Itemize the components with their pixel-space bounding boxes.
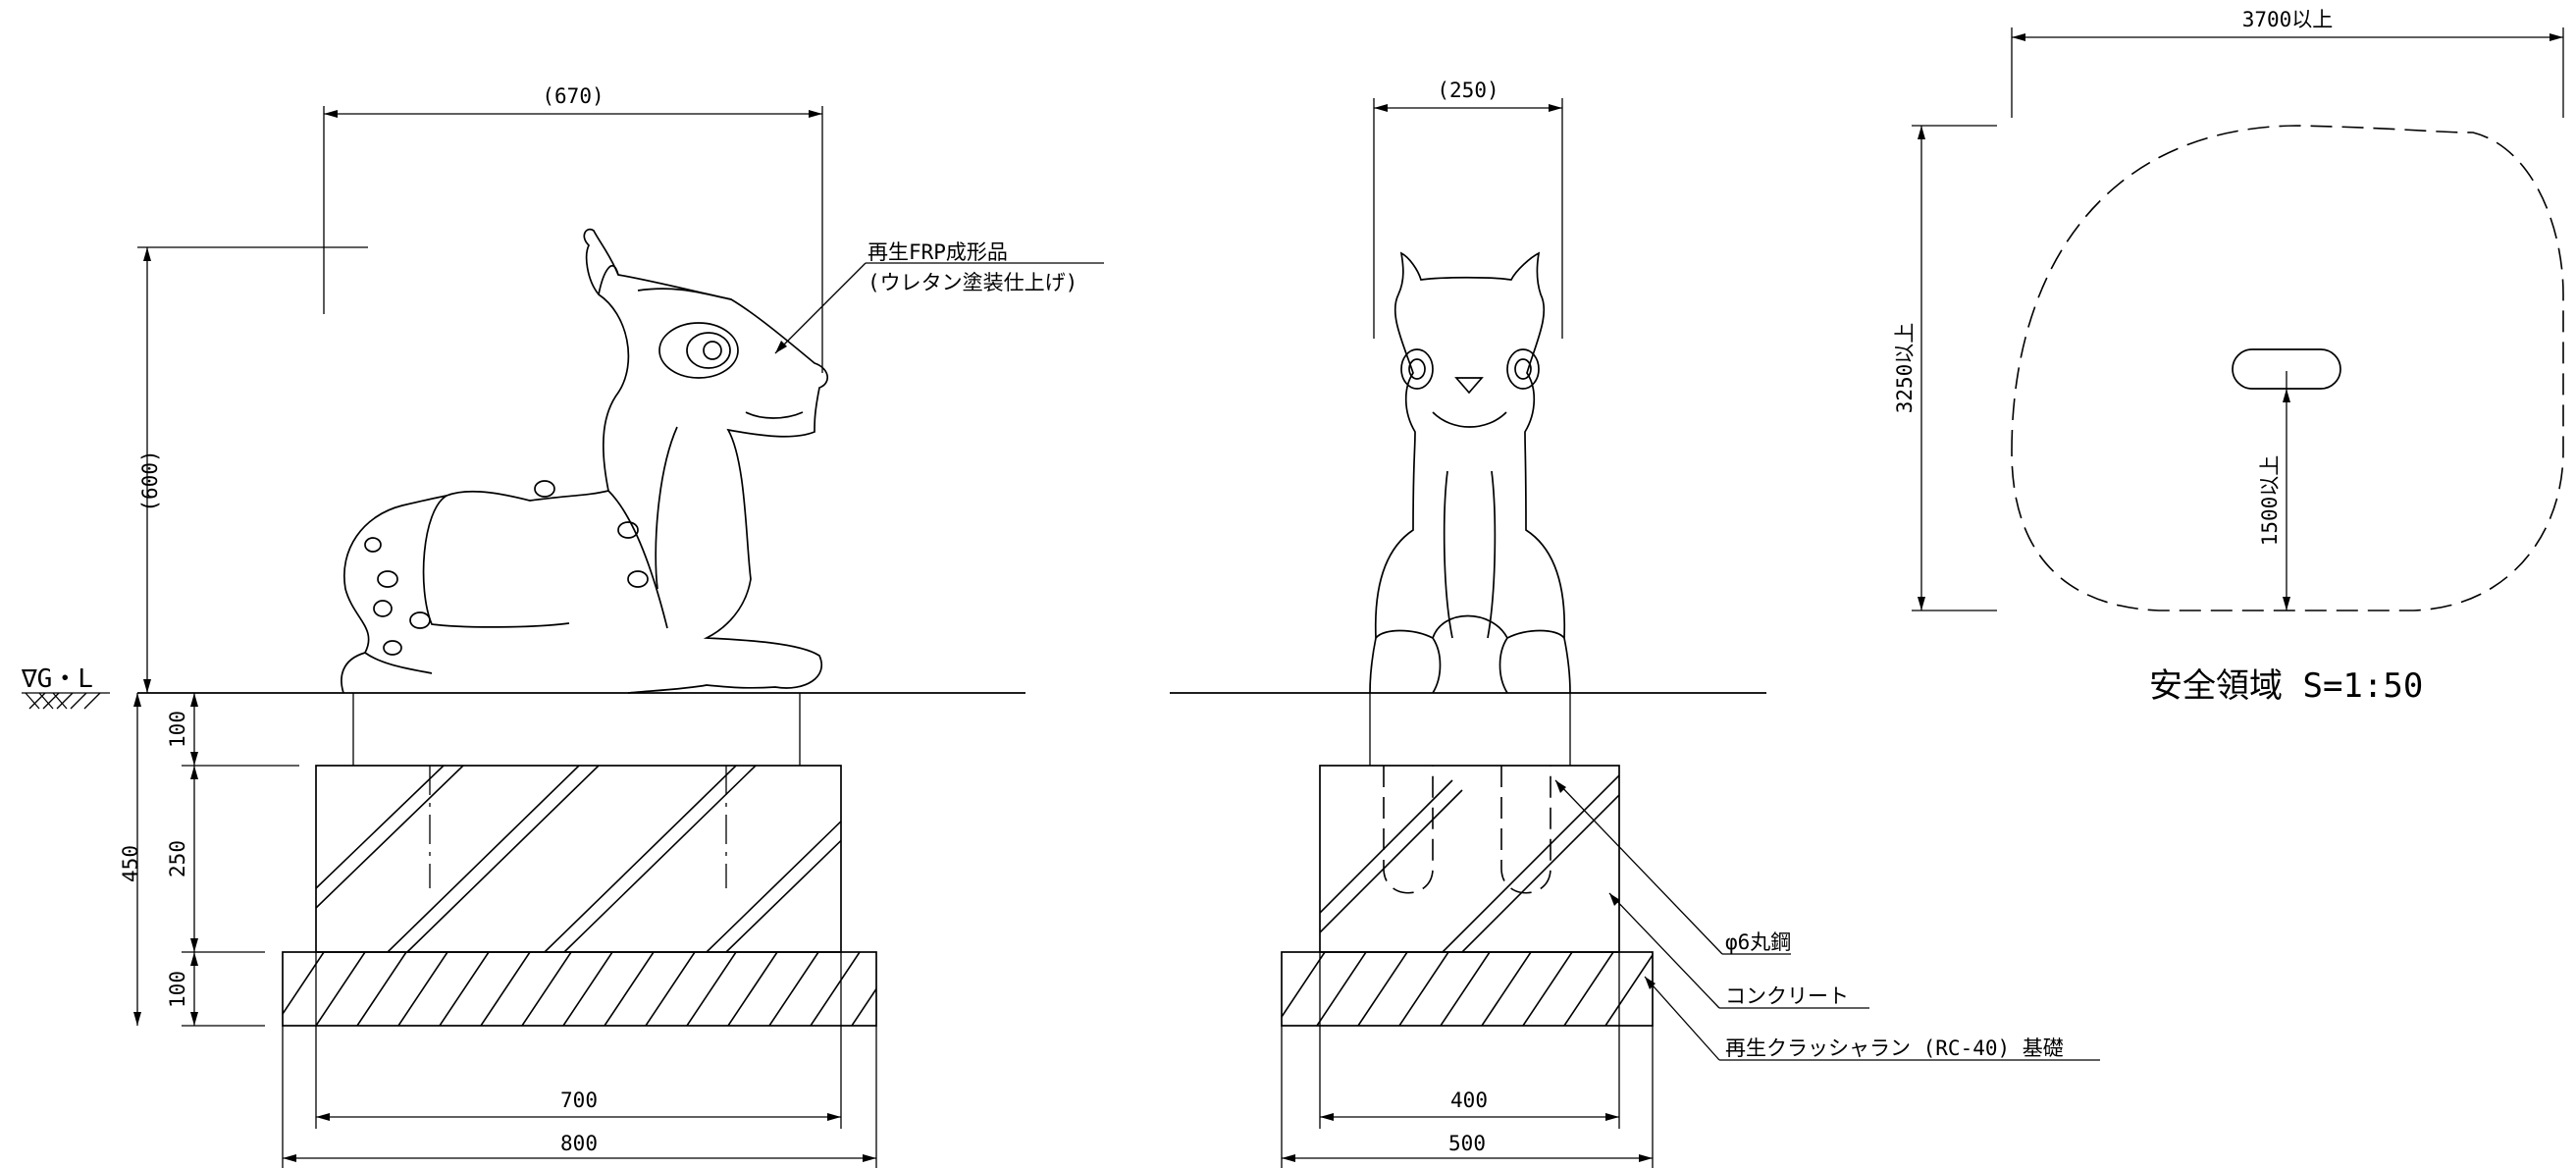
front-dimensions: (250) 400 500	[1281, 79, 1654, 1168]
material-label-line1: 再生FRP成形品	[867, 240, 1008, 264]
deer-side-illustration	[341, 228, 828, 694]
dim-front-outer: 500	[1448, 1132, 1486, 1155]
safety-title: 安全領域 S=1:50	[2149, 666, 2423, 706]
safety-area: 3700以上 3250以上 1500以上 安全領域 S=1:50	[1893, 8, 2564, 706]
front-view	[1170, 251, 1766, 1027]
dim-upper-100: 100	[166, 711, 189, 748]
dim-safety-height: 3250以上	[1893, 323, 1917, 414]
gravel-label: 再生クラッシャラン (RC-40) 基礎	[1725, 1036, 2064, 1060]
side-dimensions: (670) (600) 450 100 250 100 700 800	[119, 84, 877, 1168]
material-label-line2: (ウレタン塗装仕上げ)	[867, 271, 1078, 294]
material-callout: 再生FRP成形品 (ウレタン塗装仕上げ)	[774, 240, 1104, 354]
dim-side-outer: 800	[560, 1132, 598, 1155]
dim-safety-width: 3700以上	[2242, 8, 2334, 31]
gravel-hatch-front	[1282, 952, 1653, 1026]
dim-front-inner: 400	[1450, 1088, 1488, 1112]
dim-concrete-250: 250	[166, 840, 189, 877]
dim-front-width: (250)	[1437, 79, 1498, 102]
deer-front-illustration	[1369, 251, 1571, 694]
rebar-label: φ6丸鋼	[1725, 930, 1791, 954]
ground-level-label: ∇G・L	[21, 664, 93, 694]
dim-gravel-100: 100	[166, 971, 189, 1008]
concrete-label: コンクリート	[1725, 984, 1849, 1008]
gravel-base-side	[282, 951, 877, 1027]
side-view: ∇G・L	[21, 228, 1025, 1027]
front-callouts: φ6丸鋼 コンクリート 再生クラッシャラン (RC-40) 基礎	[1554, 779, 2100, 1061]
dim-side-inner: 700	[560, 1088, 598, 1112]
concrete-hatch-side	[316, 766, 841, 952]
rebar-right-front	[1500, 766, 1551, 894]
dim-side-width: (670)	[542, 84, 604, 108]
rebar-left-front	[1383, 766, 1434, 894]
dim-total-depth: 450	[119, 845, 142, 882]
concrete-hatch-front	[1320, 773, 1619, 952]
dim-side-height: (600)	[138, 450, 162, 511]
concrete-block-side	[315, 765, 842, 953]
ground-hatch-symbol	[22, 692, 110, 710]
gravel-hatch-side	[283, 952, 876, 1026]
dim-safety-radius: 1500以上	[2258, 455, 2282, 547]
safety-boundary	[2011, 125, 2564, 611]
gravel-base-front	[1281, 951, 1654, 1027]
